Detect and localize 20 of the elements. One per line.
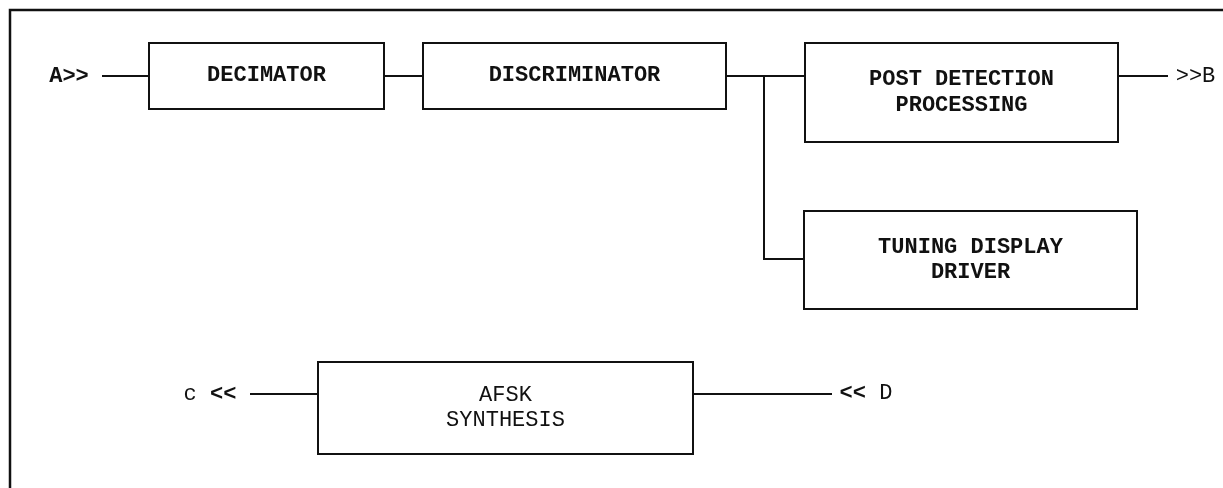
box-label: TUNING DISPLAY DRIVER <box>877 234 1064 286</box>
process-box <box>804 42 1119 143</box>
process-box <box>422 42 727 110</box>
connector-line <box>249 393 318 395</box>
connector-line <box>384 75 423 77</box>
process-box <box>803 210 1138 310</box>
box-label: AFSK SYNTHESIS <box>445 382 566 434</box>
box-label: DECIMATOR <box>207 63 326 89</box>
connector-line <box>1118 75 1169 77</box>
port-label: << D <box>832 377 900 409</box>
process-box <box>317 361 694 455</box>
connector-line <box>726 75 804 260</box>
port-label: >>B <box>1168 60 1223 92</box>
connector-line <box>693 393 833 395</box>
box-label: POST DETECTION PROCESSING <box>868 67 1055 118</box>
port-label: A>> <box>36 60 102 92</box>
process-box <box>148 42 385 110</box>
box-label: DISCRIMINATOR <box>488 63 661 89</box>
port-label: c << <box>170 378 250 410</box>
connector-line <box>101 75 149 77</box>
